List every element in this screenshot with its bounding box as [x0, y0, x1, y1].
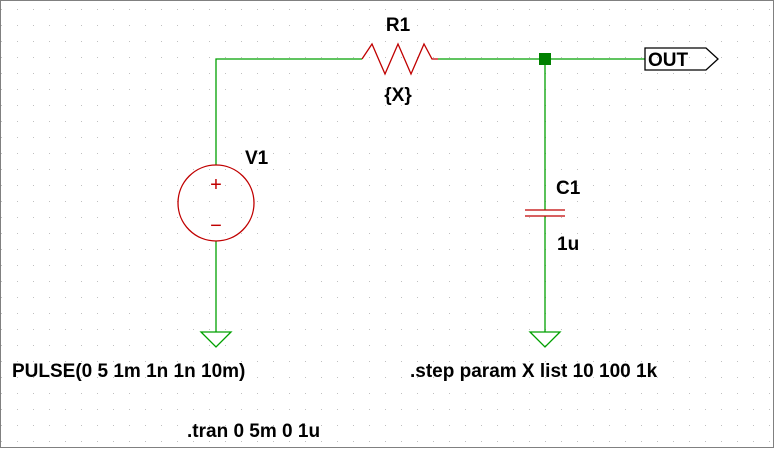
capacitor-c1[interactable] [525, 209, 565, 217]
wire-v1-to-r1[interactable] [215, 58, 362, 165]
output-port-flag[interactable] [644, 47, 719, 71]
port-arrow-shape [644, 47, 719, 71]
capacitor-ref-label[interactable]: C1 [556, 178, 581, 199]
ground-icon[interactable] [528, 331, 562, 348]
junction-dot[interactable] [539, 53, 551, 65]
resistor-value-label[interactable]: {X} [384, 85, 412, 106]
source-minus-sign: − [210, 215, 222, 237]
source-ref-label[interactable]: V1 [245, 148, 269, 169]
source-plus-sign: + [210, 174, 222, 196]
capacitor-value-label[interactable]: 1u [557, 234, 579, 255]
resistor-r1[interactable] [361, 42, 438, 76]
output-port-label[interactable]: OUT [648, 50, 689, 71]
source-value-label[interactable]: PULSE(0 5 1m 1n 1n 10m) [12, 361, 245, 382]
source-circle [177, 164, 255, 242]
resistor-ref-label[interactable]: R1 [386, 15, 411, 36]
ground-icon[interactable] [199, 331, 233, 348]
tran-directive[interactable]: .tran 0 5m 0 1u [187, 421, 320, 442]
resistor-symbol [361, 42, 438, 76]
voltage-source-v1[interactable] [177, 164, 255, 242]
step-directive[interactable]: .step param X list 10 100 1k [410, 361, 658, 382]
